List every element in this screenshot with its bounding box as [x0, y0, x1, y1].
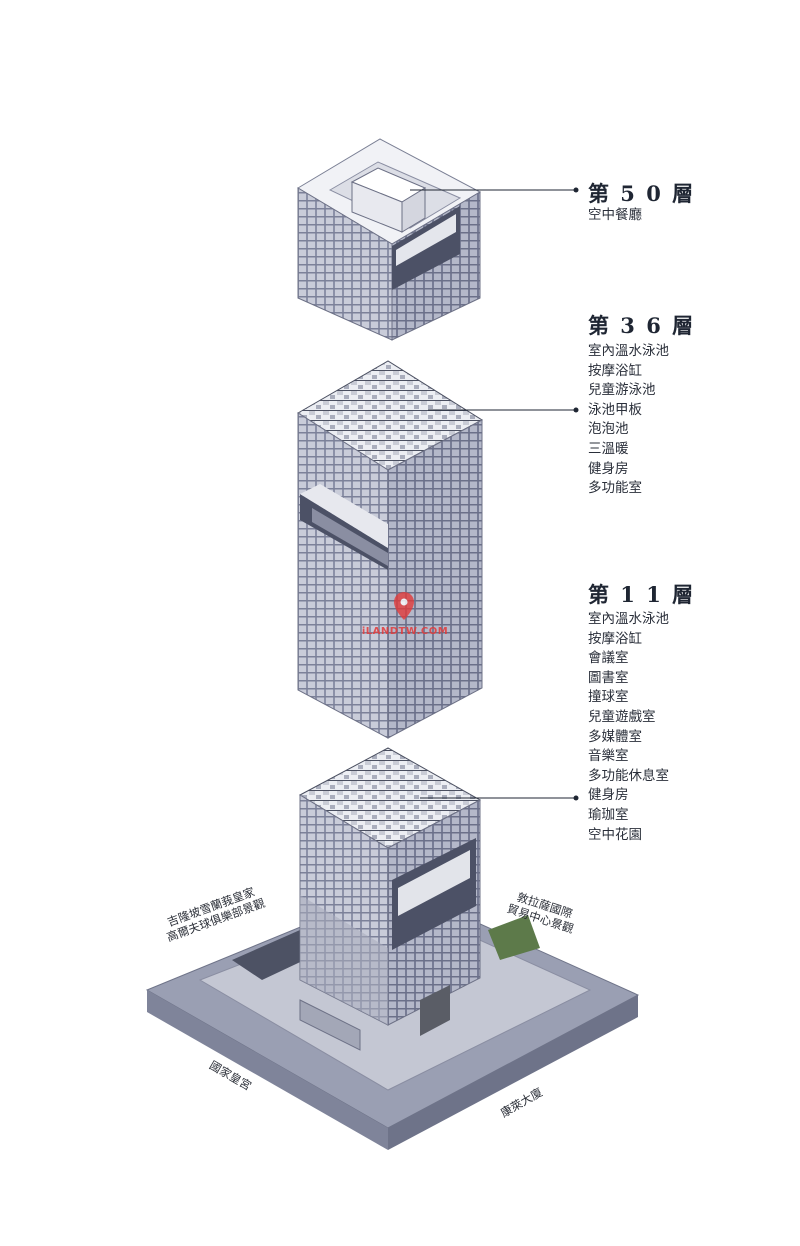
amenity-item: 泳池甲板	[588, 401, 642, 418]
tower-block-top	[297, 138, 482, 341]
leader-line-36f	[428, 407, 579, 413]
amenity-item: 室內溫水泳池	[588, 611, 669, 627]
amenity-item: 按摩浴缸	[588, 362, 642, 379]
floor-title-50f: 第 5 0 層	[588, 181, 696, 206]
amenity-item: 多功能室	[588, 480, 642, 497]
watermark-text: iLANDTW.COM	[361, 626, 449, 637]
watermark-pin-icon	[394, 592, 414, 620]
tower-block-bottom	[298, 747, 482, 1036]
amenity-item: 瑜珈室	[588, 806, 629, 823]
amenity-list-50f: 空中餐廳	[588, 206, 642, 226]
floor-title-36f: 第 3 6 層	[588, 313, 696, 338]
amenity-item: 健身房	[588, 787, 629, 804]
floor-title-11f: 第 1 1 層	[588, 582, 696, 607]
tower-block-middle	[297, 360, 483, 739]
amenity-item: 泡泡池	[588, 421, 629, 438]
amenity-item: 空中花園	[588, 826, 642, 843]
amenity-item: 按摩浴缸	[588, 630, 642, 647]
amenity-list-11f: 室內溫水泳池 按摩浴缸 會議室 圖書室 撞球室 兒童遊戲室 多媒體室 音樂室 多…	[588, 610, 669, 845]
amenity-item: 會議室	[588, 650, 629, 667]
amenity-item: 健身房	[588, 460, 629, 477]
amenity-item: 撞球室	[588, 689, 629, 706]
amenity-item: 音樂室	[588, 748, 629, 765]
amenity-item: 圖書室	[588, 669, 629, 686]
leader-line-50f	[410, 187, 579, 193]
amenity-item: 空中餐廳	[588, 207, 642, 223]
amenity-item: 三溫暖	[588, 440, 629, 457]
amenity-list-36f: 室內溫水泳池 按摩浴缸 兒童游泳池 泳池甲板 泡泡池 三溫暖 健身房 多功能室	[588, 342, 669, 499]
amenity-item: 兒童遊戲室	[588, 708, 656, 725]
amenity-item: 多媒體室	[588, 728, 642, 745]
amenity-item: 多功能休息室	[588, 767, 669, 784]
leader-line-11f	[420, 795, 579, 801]
amenity-item: 兒童游泳池	[588, 382, 656, 399]
amenity-item: 室內溫水泳池	[588, 343, 669, 359]
